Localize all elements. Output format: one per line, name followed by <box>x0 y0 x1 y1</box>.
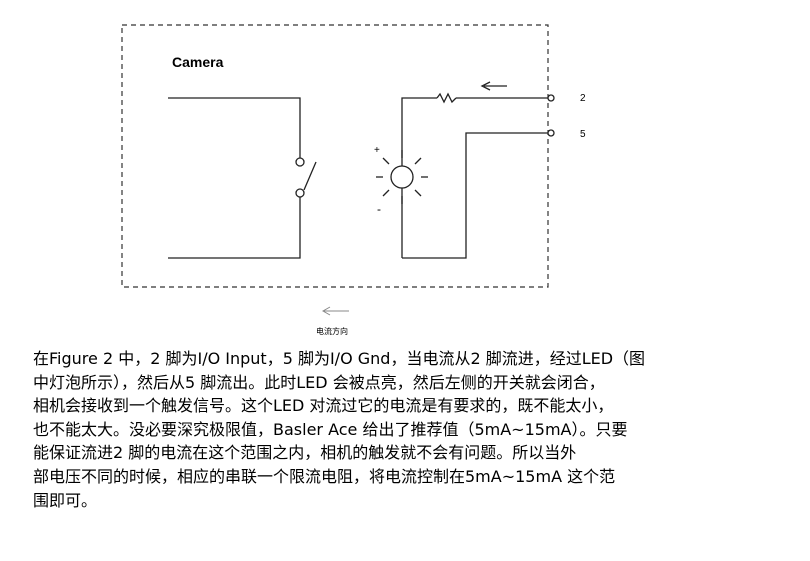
circuit-diagram: Camera + - 2 5 <box>121 24 586 336</box>
paragraph-line: 能保证流进2 脚的电流在这个范围之内，相机的触发就不会有问题。所以当外 <box>33 443 577 463</box>
pin-2-label: 2 <box>580 93 586 104</box>
paragraph-line: 在Figure 2 中，2 脚为I/O Input，5 脚为I/O Gnd，当电… <box>33 349 646 368</box>
switch <box>168 97 317 259</box>
camera-label: Camera <box>172 54 224 70</box>
camera-enclosure <box>121 24 549 288</box>
led-lamp <box>376 92 555 259</box>
paragraph-line: 中灯泡所示），然后从5 脚流出。此时LED 会被点亮，然后左侧的开关就会闭合， <box>33 372 605 392</box>
paragraph-line: 相机会接收到一个触发信号。这个LED 对流过它的电流是有要求的，既不能太小， <box>33 396 614 416</box>
resistor <box>436 92 457 104</box>
direction-arrow-icon <box>321 306 349 316</box>
current-direction-label: 电流方向 <box>316 326 348 336</box>
description-paragraph: 在Figure 2 中，2 脚为I/O Input，5 脚为I/O Gnd，当电… <box>33 347 803 512</box>
current-arrow-icon <box>480 81 507 91</box>
paragraph-line: 部电压不同的时候，相应的串联一个限流电阻，将电流控制在5mA~15mA 这个范 <box>33 466 616 486</box>
paragraph-line: 也不能太大。没必要深究极限值，Basler Ace 给出了推荐值（5mA~15m… <box>33 419 628 439</box>
pin-5-label: 5 <box>580 129 586 140</box>
minus-sign: - <box>377 202 381 216</box>
paragraph-line: 围即可。 <box>33 490 98 510</box>
plus-sign: + <box>374 145 380 156</box>
